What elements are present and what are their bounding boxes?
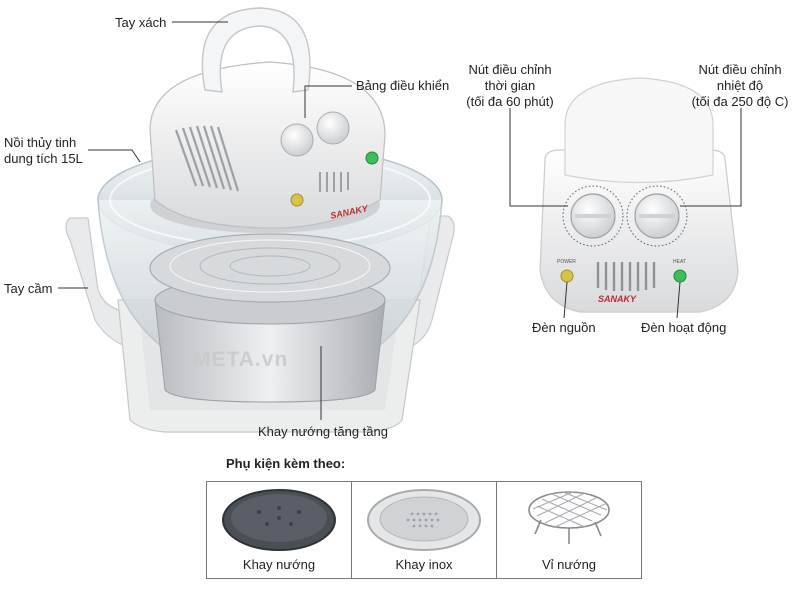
- label-timer-3: (tối đa 60 phút): [466, 94, 554, 109]
- label-power-light: Đèn nguồn: [532, 320, 596, 335]
- rack-tray: [149, 233, 391, 303]
- baking-tray-image: [222, 489, 336, 551]
- accessories-title: Phụ kiện kèm theo:: [226, 456, 346, 471]
- accessory-baking-tray: Khay nướng: [207, 482, 352, 578]
- oven-lid: [149, 61, 386, 233]
- accessory-caption: Khay inox: [395, 557, 453, 572]
- leader-temp: [680, 108, 742, 207]
- label-glass-pot-1: Nồi thủy tinh: [4, 135, 77, 150]
- accessory-grill-rack: Vỉ nướng: [497, 482, 641, 578]
- panel-body: [539, 77, 739, 313]
- panel-heat-text: HEAT: [673, 259, 686, 265]
- label-timer-2: thời gian: [484, 78, 536, 93]
- accessory-steel-tray: Khay inox: [352, 482, 497, 578]
- label-temp-2: nhiệt độ: [716, 78, 764, 93]
- steel-tray-image: [367, 489, 481, 551]
- label-carry-handle: Tay xách: [115, 15, 167, 30]
- leader-active: [676, 281, 681, 319]
- label-active-light: Đèn hoạt động: [641, 320, 727, 335]
- panel-brand: SANAKY: [598, 294, 637, 304]
- accessory-caption: Vỉ nướng: [541, 557, 597, 572]
- label-temp-1: Nút điều chỉnh: [698, 62, 782, 77]
- label-control-panel: Bảng điều khiển: [356, 78, 450, 93]
- accessories-panel: Khay nướng Khay inox Vỉ nướ: [206, 481, 642, 579]
- label-rack: Khay nướng tăng tầng: [258, 424, 388, 439]
- leader-glass-pot: [88, 149, 141, 163]
- panel-power-text: POWER: [557, 259, 576, 265]
- carry-handle: [201, 7, 311, 93]
- watermark: META.vn: [193, 348, 289, 371]
- timer-knob: [562, 185, 624, 247]
- leader-control-panel: [304, 85, 352, 118]
- label-timer-1: Nút điều chỉnh: [468, 62, 552, 77]
- temp-knob: [626, 185, 688, 247]
- leader-power: [563, 281, 568, 319]
- panel-vent: [596, 262, 656, 291]
- accessory-caption: Khay nướng: [242, 557, 316, 572]
- lid-knobs: [280, 111, 379, 207]
- leader-timer: [509, 108, 568, 207]
- label-side-handle: Tay cầm: [4, 281, 53, 296]
- label-glass-pot-2: dung tích 15L: [4, 151, 83, 166]
- label-temp-3: (tối đa 250 độ C): [691, 94, 789, 109]
- grill-rack-image: [528, 491, 610, 544]
